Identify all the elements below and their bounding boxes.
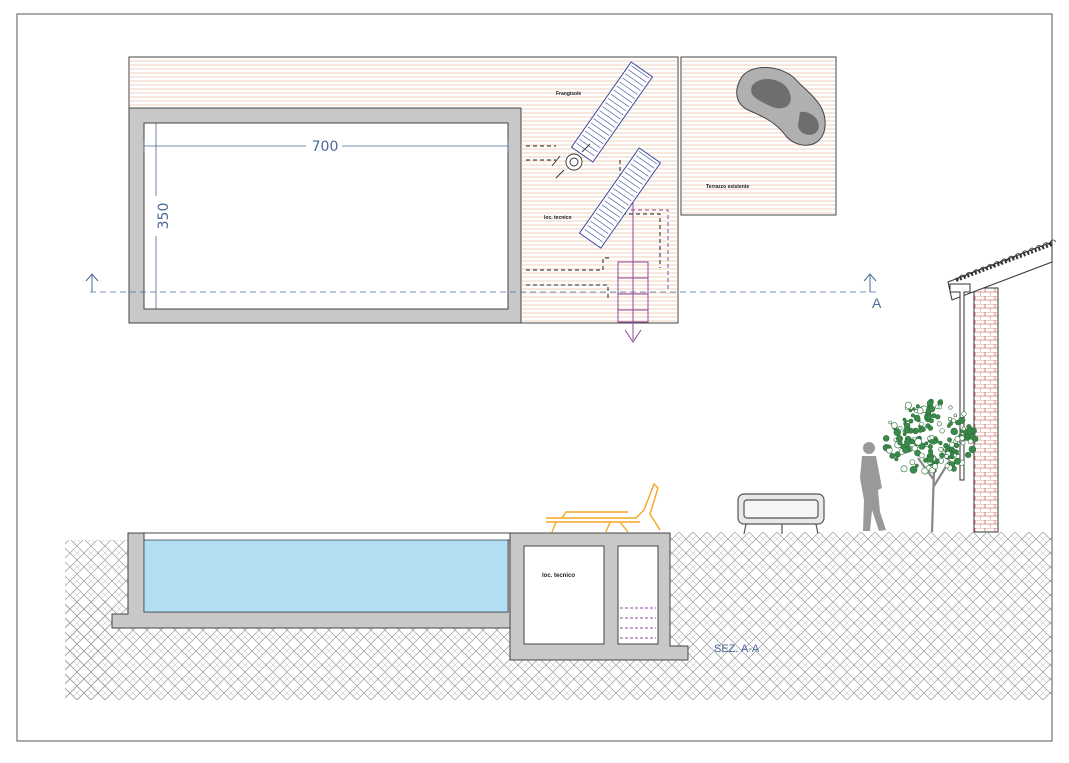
deck-boards — [130, 60, 677, 322]
tech-room-hidden-lines — [526, 145, 661, 300]
dimension-length-label: 700 — [312, 139, 339, 155]
sun-lounger-elevation — [546, 482, 661, 533]
plan-label-pergola: Frangisole — [556, 91, 582, 97]
brick-pillar — [973, 287, 999, 533]
building-elevation — [947, 239, 1057, 533]
sun-lounger-plan-2 — [578, 147, 662, 249]
stair-well — [617, 545, 659, 645]
sun-lounger-plan-1 — [570, 61, 654, 163]
tech-room-interior — [523, 545, 605, 645]
soil-hatch — [65, 532, 1052, 700]
plan-label-tech-room: loc. tecnico — [544, 215, 572, 221]
roof — [947, 241, 1053, 301]
roof-edge — [955, 242, 1053, 282]
sheet-border — [16, 13, 1053, 742]
pool-water — [143, 539, 509, 613]
section-view: loc. tecnico SEZ. A-A — [65, 482, 1052, 700]
person-silhouette — [860, 442, 886, 531]
section-label-tech-room: loc. tecnico — [542, 573, 575, 579]
section-arrow-left — [85, 273, 99, 292]
dimension-width-label: 350 — [156, 203, 172, 230]
plan-view: 700 350 A — [85, 56, 882, 343]
side-table-plan — [551, 143, 591, 179]
tree — [882, 398, 979, 533]
stair-steps-section — [620, 607, 656, 639]
pool-stair — [610, 200, 669, 343]
section-title: SEZ. A-A — [714, 643, 760, 655]
downpipe — [949, 283, 971, 481]
outdoor-sofa — [737, 493, 825, 535]
plan-label-terrace: Terrazzo esistente — [706, 184, 749, 190]
section-marker: A — [872, 295, 882, 311]
decorative-stone — [736, 67, 826, 146]
section-arrow-right — [863, 273, 877, 292]
